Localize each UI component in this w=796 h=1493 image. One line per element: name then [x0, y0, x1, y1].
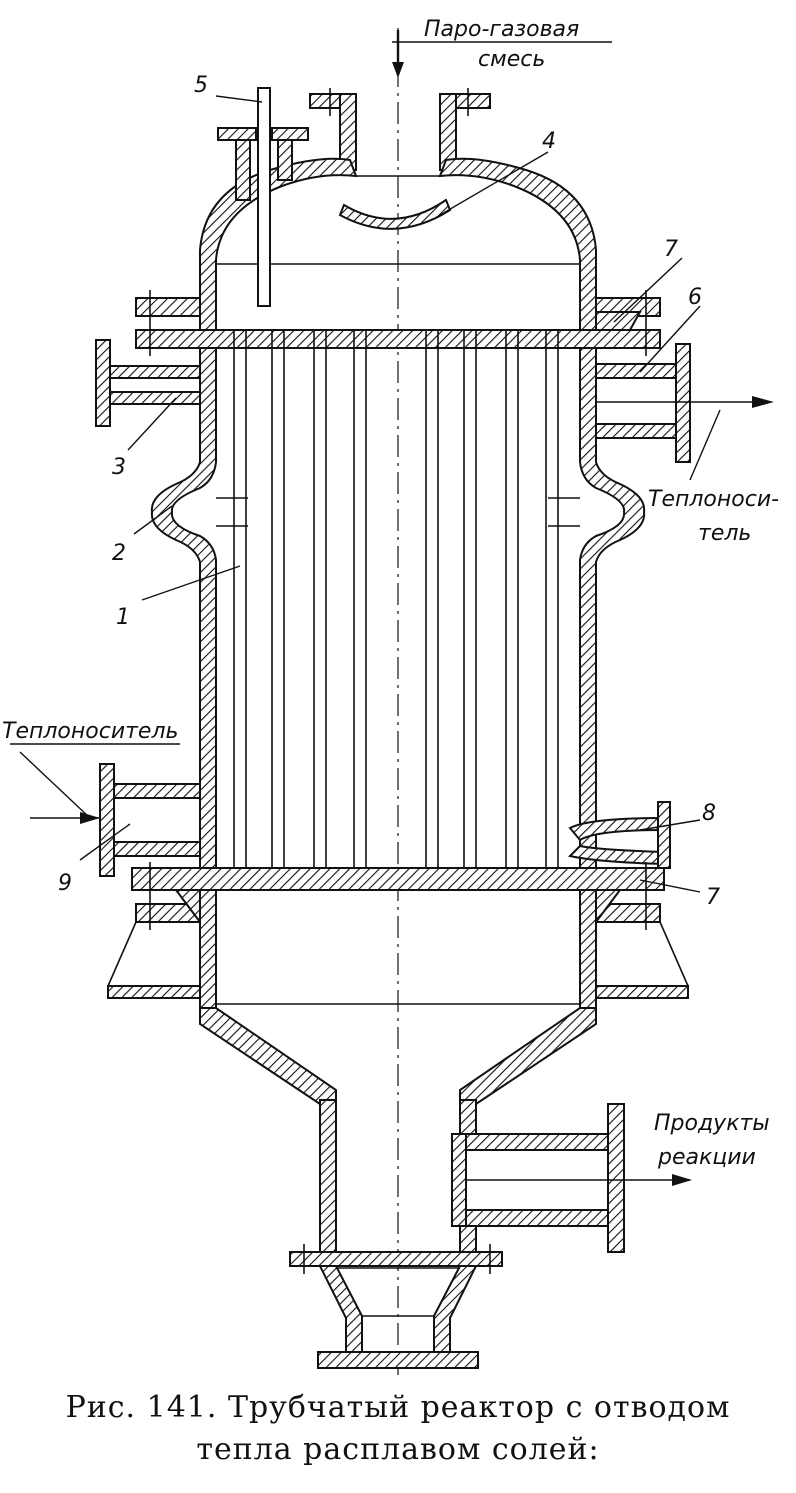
inlet-arrowhead: [392, 62, 404, 78]
callout-4: 4: [542, 129, 556, 154]
support-left: [106, 921, 200, 987]
thermowell-nozzle-right: [277, 139, 293, 181]
outlet-pipe-right: [459, 1099, 477, 1135]
callout-5: 5: [194, 73, 208, 98]
upper-head: [199, 157, 358, 336]
lower-cone: [199, 1007, 337, 1105]
reactor-diagram: Паро-газовая смесь Теплоноси- тель Тепло…: [2, 17, 779, 1375]
thermowell-rod: [257, 87, 271, 307]
outlet-pipe-left: [319, 1099, 337, 1253]
nozzle-3: [103, 365, 201, 379]
coolant-out-arrowhead: [752, 396, 774, 408]
label-coolant-out-2: тель: [698, 521, 751, 546]
label-top-inlet-2: смесь: [478, 47, 545, 72]
callout-2: 2: [112, 541, 126, 566]
label-products-2: реакции: [657, 1145, 756, 1170]
label-top-inlet-1: Паро-газовая: [424, 17, 579, 42]
figure-caption-line-1: Рис. 141. Трубчатый реактор с отводом: [65, 1390, 731, 1425]
bottom-cap: [317, 1351, 479, 1369]
lower-tube-sheet: [131, 867, 665, 891]
thermowell-nozzle-left: [235, 139, 251, 201]
bottom-flange: [289, 1251, 503, 1267]
deflector-plate: [338, 198, 452, 230]
label-products-1: Продукты: [654, 1111, 770, 1136]
callout-7-bottom: 7: [706, 885, 720, 910]
callout-8: 8: [702, 801, 716, 826]
callout-7-top: 7: [664, 237, 678, 262]
tube-bundle: [233, 329, 559, 891]
label-coolant-out-1: Теплоноси-: [648, 487, 779, 512]
nozzle-9: [103, 783, 201, 799]
products-nozzle: [451, 1133, 617, 1151]
callout-1: 1: [116, 605, 130, 630]
callout-6: 6: [688, 285, 702, 310]
upper-tube-sheet: [135, 329, 661, 349]
callout-9: 9: [58, 871, 72, 896]
products-arrowhead: [672, 1174, 692, 1186]
label-coolant-in: Теплоноситель: [2, 719, 179, 744]
support-right: [596, 921, 690, 987]
figure-caption-line-2: тепла расплавом солей:: [196, 1432, 600, 1467]
callout-3: 3: [112, 455, 126, 480]
